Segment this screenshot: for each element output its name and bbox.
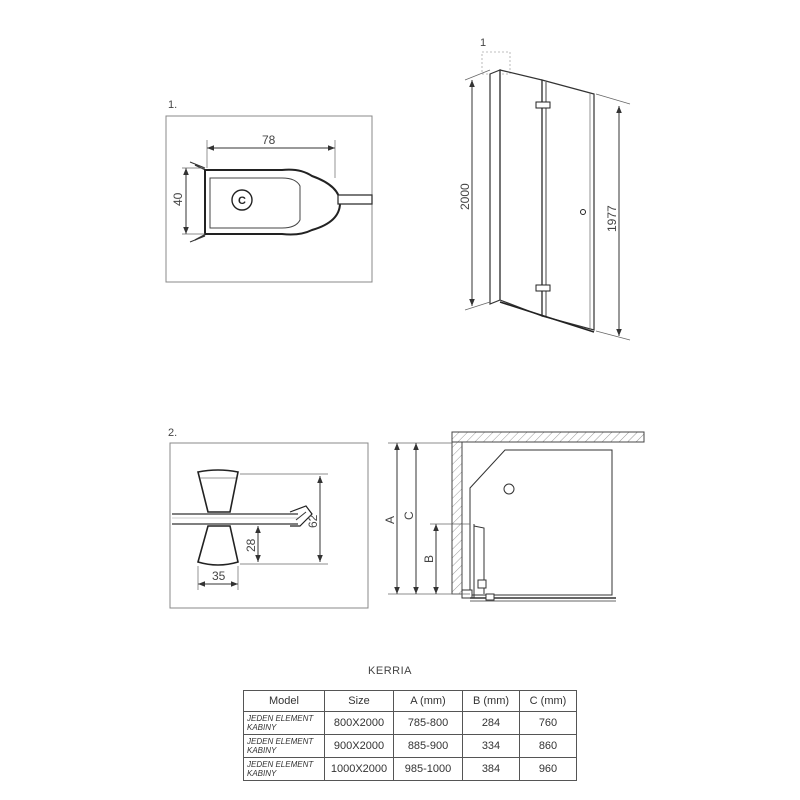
cell-size: 1000X2000 — [324, 757, 394, 781]
col-model: Model — [243, 690, 325, 712]
svg-text:C: C — [238, 195, 246, 207]
shower-plan-view — [451, 431, 645, 602]
dim-35-label: 35 — [212, 569, 226, 583]
table-row: JEDEN ELEMENT KABINY 1000X2000 985-1000 … — [243, 757, 577, 781]
cell-a: 985-1000 — [393, 757, 463, 781]
dim-40-label: 40 — [171, 192, 185, 206]
dim-1977-label: 1977 — [605, 205, 619, 232]
cell-size: 800X2000 — [324, 711, 394, 735]
dim-28-label: 28 — [244, 538, 258, 552]
cell-c: 960 — [519, 757, 577, 781]
dim-c-label: C — [402, 511, 416, 520]
callout-1-box — [481, 51, 511, 75]
cell-b: 334 — [462, 734, 520, 758]
knob-icon — [580, 209, 586, 215]
cell-b: 284 — [462, 711, 520, 735]
hinge-top-view: C — [189, 161, 373, 243]
drain-icon — [503, 483, 515, 495]
cell-a: 885-900 — [393, 734, 463, 758]
table-title: KERRIA — [368, 665, 412, 677]
cell-model: JEDEN ELEMENT KABINY — [243, 734, 325, 758]
dim-78-label: 78 — [262, 133, 276, 147]
col-b: B (mm) — [462, 690, 520, 712]
col-a: A (mm) — [393, 690, 463, 712]
table-row: JEDEN ELEMENT KABINY 900X2000 885-900 33… — [243, 734, 577, 758]
dim-62-label: 62 — [306, 514, 320, 528]
spec-table: Model Size A (mm) B (mm) C (mm) JEDEN EL… — [243, 690, 577, 781]
col-size: Size — [324, 690, 394, 712]
cell-c: 860 — [519, 734, 577, 758]
cell-model: JEDEN ELEMENT KABINY — [243, 757, 325, 781]
section-2-label: 2. — [168, 427, 177, 439]
table-header-row: Model Size A (mm) B (mm) C (mm) — [243, 690, 577, 712]
table-row: JEDEN ELEMENT KABINY 800X2000 785-800 28… — [243, 711, 577, 735]
cell-a: 785-800 — [393, 711, 463, 735]
cell-size: 900X2000 — [324, 734, 394, 758]
cell-b: 384 — [462, 757, 520, 781]
cell-model: JEDEN ELEMENT KABINY — [243, 711, 325, 735]
dim-b-label: B — [422, 555, 436, 563]
col-c: C (mm) — [519, 690, 577, 712]
shower-door-elevation — [489, 69, 595, 333]
bolt-icon — [231, 189, 253, 211]
dim-a-label: A — [383, 516, 397, 524]
dim-2000-label: 2000 — [458, 183, 472, 210]
callout-1-label: 1 — [480, 37, 486, 49]
cell-c: 760 — [519, 711, 577, 735]
detail-2-frame — [169, 442, 369, 609]
section-1-label: 1. — [168, 99, 177, 111]
handle-section-view — [172, 469, 313, 566]
